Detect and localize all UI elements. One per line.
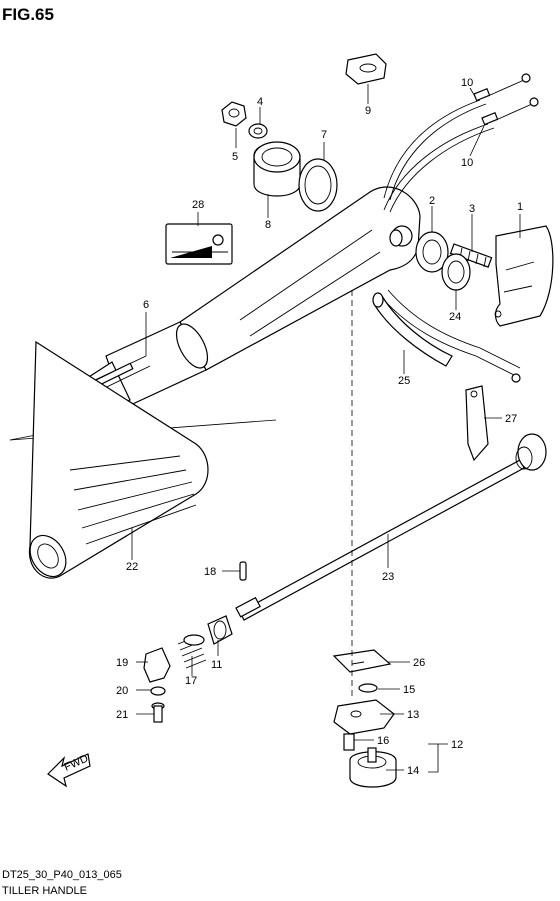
callout-24: 24: [449, 311, 461, 323]
bolt-16: [343, 733, 355, 751]
callout-2: 2: [429, 195, 435, 207]
callout-10-bottom: 10: [461, 157, 473, 169]
callout-13: 13: [407, 709, 419, 721]
callout-22: 22: [126, 561, 138, 573]
plate: [332, 649, 392, 673]
callout-17: 17: [185, 675, 197, 687]
holder: [333, 699, 395, 735]
throttle-shaft: [235, 433, 547, 621]
screw: [151, 702, 165, 723]
throttle-cables: [383, 73, 539, 383]
callout-25: 25: [398, 375, 410, 387]
callout-12: 12: [451, 739, 463, 751]
hose: [372, 292, 453, 367]
callout-11: 11: [211, 659, 222, 671]
callout-8: 8: [265, 219, 271, 231]
callout-20: 20: [116, 685, 128, 697]
nut: [221, 101, 247, 127]
callout-3: 3: [469, 203, 475, 215]
warning-label: [165, 223, 233, 265]
arrow-forward-icon: [47, 753, 91, 788]
figure-title: FIG.65: [2, 5, 54, 24]
callout-5: 5: [232, 151, 238, 163]
callout-28: 28: [192, 199, 204, 211]
bushing-ring: [298, 158, 338, 212]
washer-small: [248, 123, 268, 139]
pin: [239, 561, 247, 581]
callout-21: 21: [116, 709, 128, 721]
bushing: [253, 141, 301, 197]
stud-bolt: [449, 243, 493, 268]
diagram-code: DT25_30_P40_013_065: [2, 869, 122, 881]
callout-6: 6: [143, 299, 149, 311]
bushing-small: [207, 615, 233, 645]
stopper: [143, 647, 171, 683]
bracket: [465, 385, 489, 462]
callout-14: 14: [407, 765, 419, 777]
fwd-marker: FWD: [47, 753, 91, 788]
grommet: [345, 53, 387, 85]
callout-4: 4: [257, 96, 263, 108]
lock-washer: [150, 686, 166, 696]
friction-base: [349, 747, 397, 788]
callout-labels: 1 2 3 4 5 6 7 8 9 10 10 11 12 13 14 15 1…: [116, 77, 523, 777]
callout-27: 27: [505, 413, 517, 425]
callout-19: 19: [116, 657, 128, 669]
leader-lines: [131, 84, 521, 773]
diagram-name: TILLER HANDLE: [2, 885, 87, 897]
callout-23: 23: [382, 571, 394, 583]
throttle-grip: [28, 340, 209, 579]
ignition-icon: [212, 234, 224, 246]
callout-9: 9: [365, 105, 371, 117]
tiller-arm: [47, 186, 421, 429]
callout-18: 18: [204, 566, 216, 578]
spring: [177, 634, 207, 669]
throttle-cover: [494, 225, 554, 327]
callout-16: 16: [377, 735, 389, 747]
washer-15: [358, 683, 378, 693]
callout-15: 15: [403, 684, 415, 696]
callout-10-top: 10: [461, 77, 473, 89]
ring-seal: [441, 253, 471, 291]
callout-26: 26: [413, 657, 425, 669]
callout-7: 7: [321, 129, 327, 141]
callout-1: 1: [517, 201, 523, 213]
